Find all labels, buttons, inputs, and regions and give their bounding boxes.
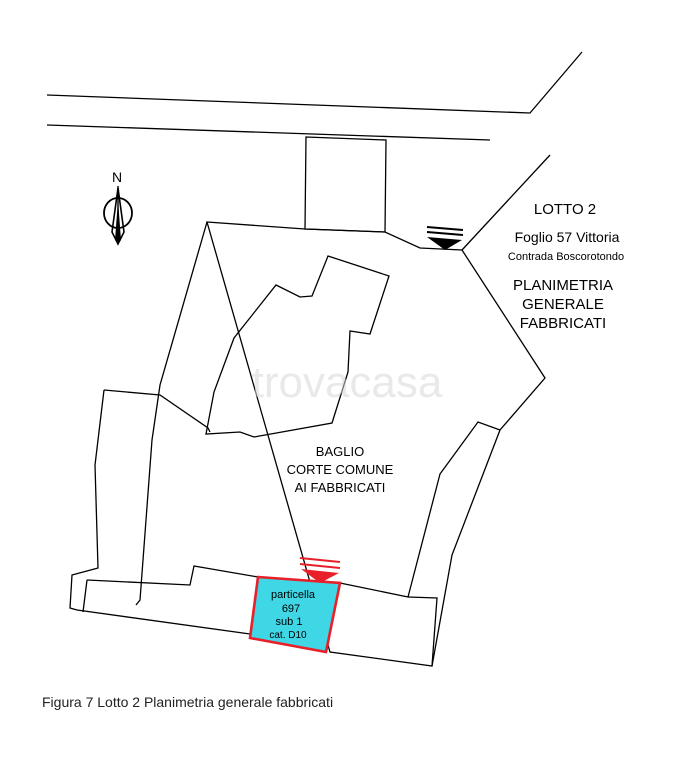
parcel-697-area xyxy=(248,575,342,654)
road-lines xyxy=(46,51,583,251)
parcel-label-line1: particella xyxy=(271,589,316,601)
parcel-label-line3: sub 1 xyxy=(276,616,303,628)
courtyard-label-line1: BAGLIO xyxy=(316,444,364,459)
property-boundary-east xyxy=(206,221,546,667)
road-line-inner-left xyxy=(46,124,491,141)
parcel-label-line2: 697 xyxy=(282,603,300,615)
south-building-east-top xyxy=(339,582,409,598)
figure-caption: Figura 7 Lotto 2 Planimetria generale fa… xyxy=(42,694,334,710)
plan-title-line1: PLANIMETRIA xyxy=(513,277,613,294)
road-line-inner-right xyxy=(461,154,551,251)
entrance-marker-icon xyxy=(426,226,464,250)
south-east-building xyxy=(407,596,438,667)
south-boundary-west xyxy=(76,609,251,635)
road-line-outer xyxy=(46,51,583,114)
east-building-outline xyxy=(407,421,501,598)
parcel-marker-icon xyxy=(299,557,341,583)
watermark-logo: trovacasa xyxy=(252,358,443,407)
courtyard-label-line3: AI FABBRICATI xyxy=(295,480,386,495)
south-building-top xyxy=(86,565,259,586)
gate-building xyxy=(304,136,387,233)
parcel-label-line4: cat. D10 xyxy=(269,630,307,641)
west-building-outline xyxy=(69,389,105,611)
plan-title-line2: GENERALE xyxy=(522,296,604,313)
foglio-label: Foglio 57 Vittoria xyxy=(515,229,620,245)
west-building-top xyxy=(103,389,211,433)
inner-building xyxy=(205,255,390,438)
south-building-west-wall xyxy=(82,579,88,613)
plan-title-line3: FABBRICATI xyxy=(520,315,606,332)
courtyard-label-line2: CORTE COMUNE xyxy=(287,462,394,477)
north-arrow-icon: N xyxy=(103,169,133,246)
contrada-label: Contrada Boscorotondo xyxy=(508,251,624,263)
north-letter: N xyxy=(112,169,122,185)
property-boundary-west xyxy=(135,221,208,606)
lotto-label: LOTTO 2 xyxy=(534,201,596,218)
